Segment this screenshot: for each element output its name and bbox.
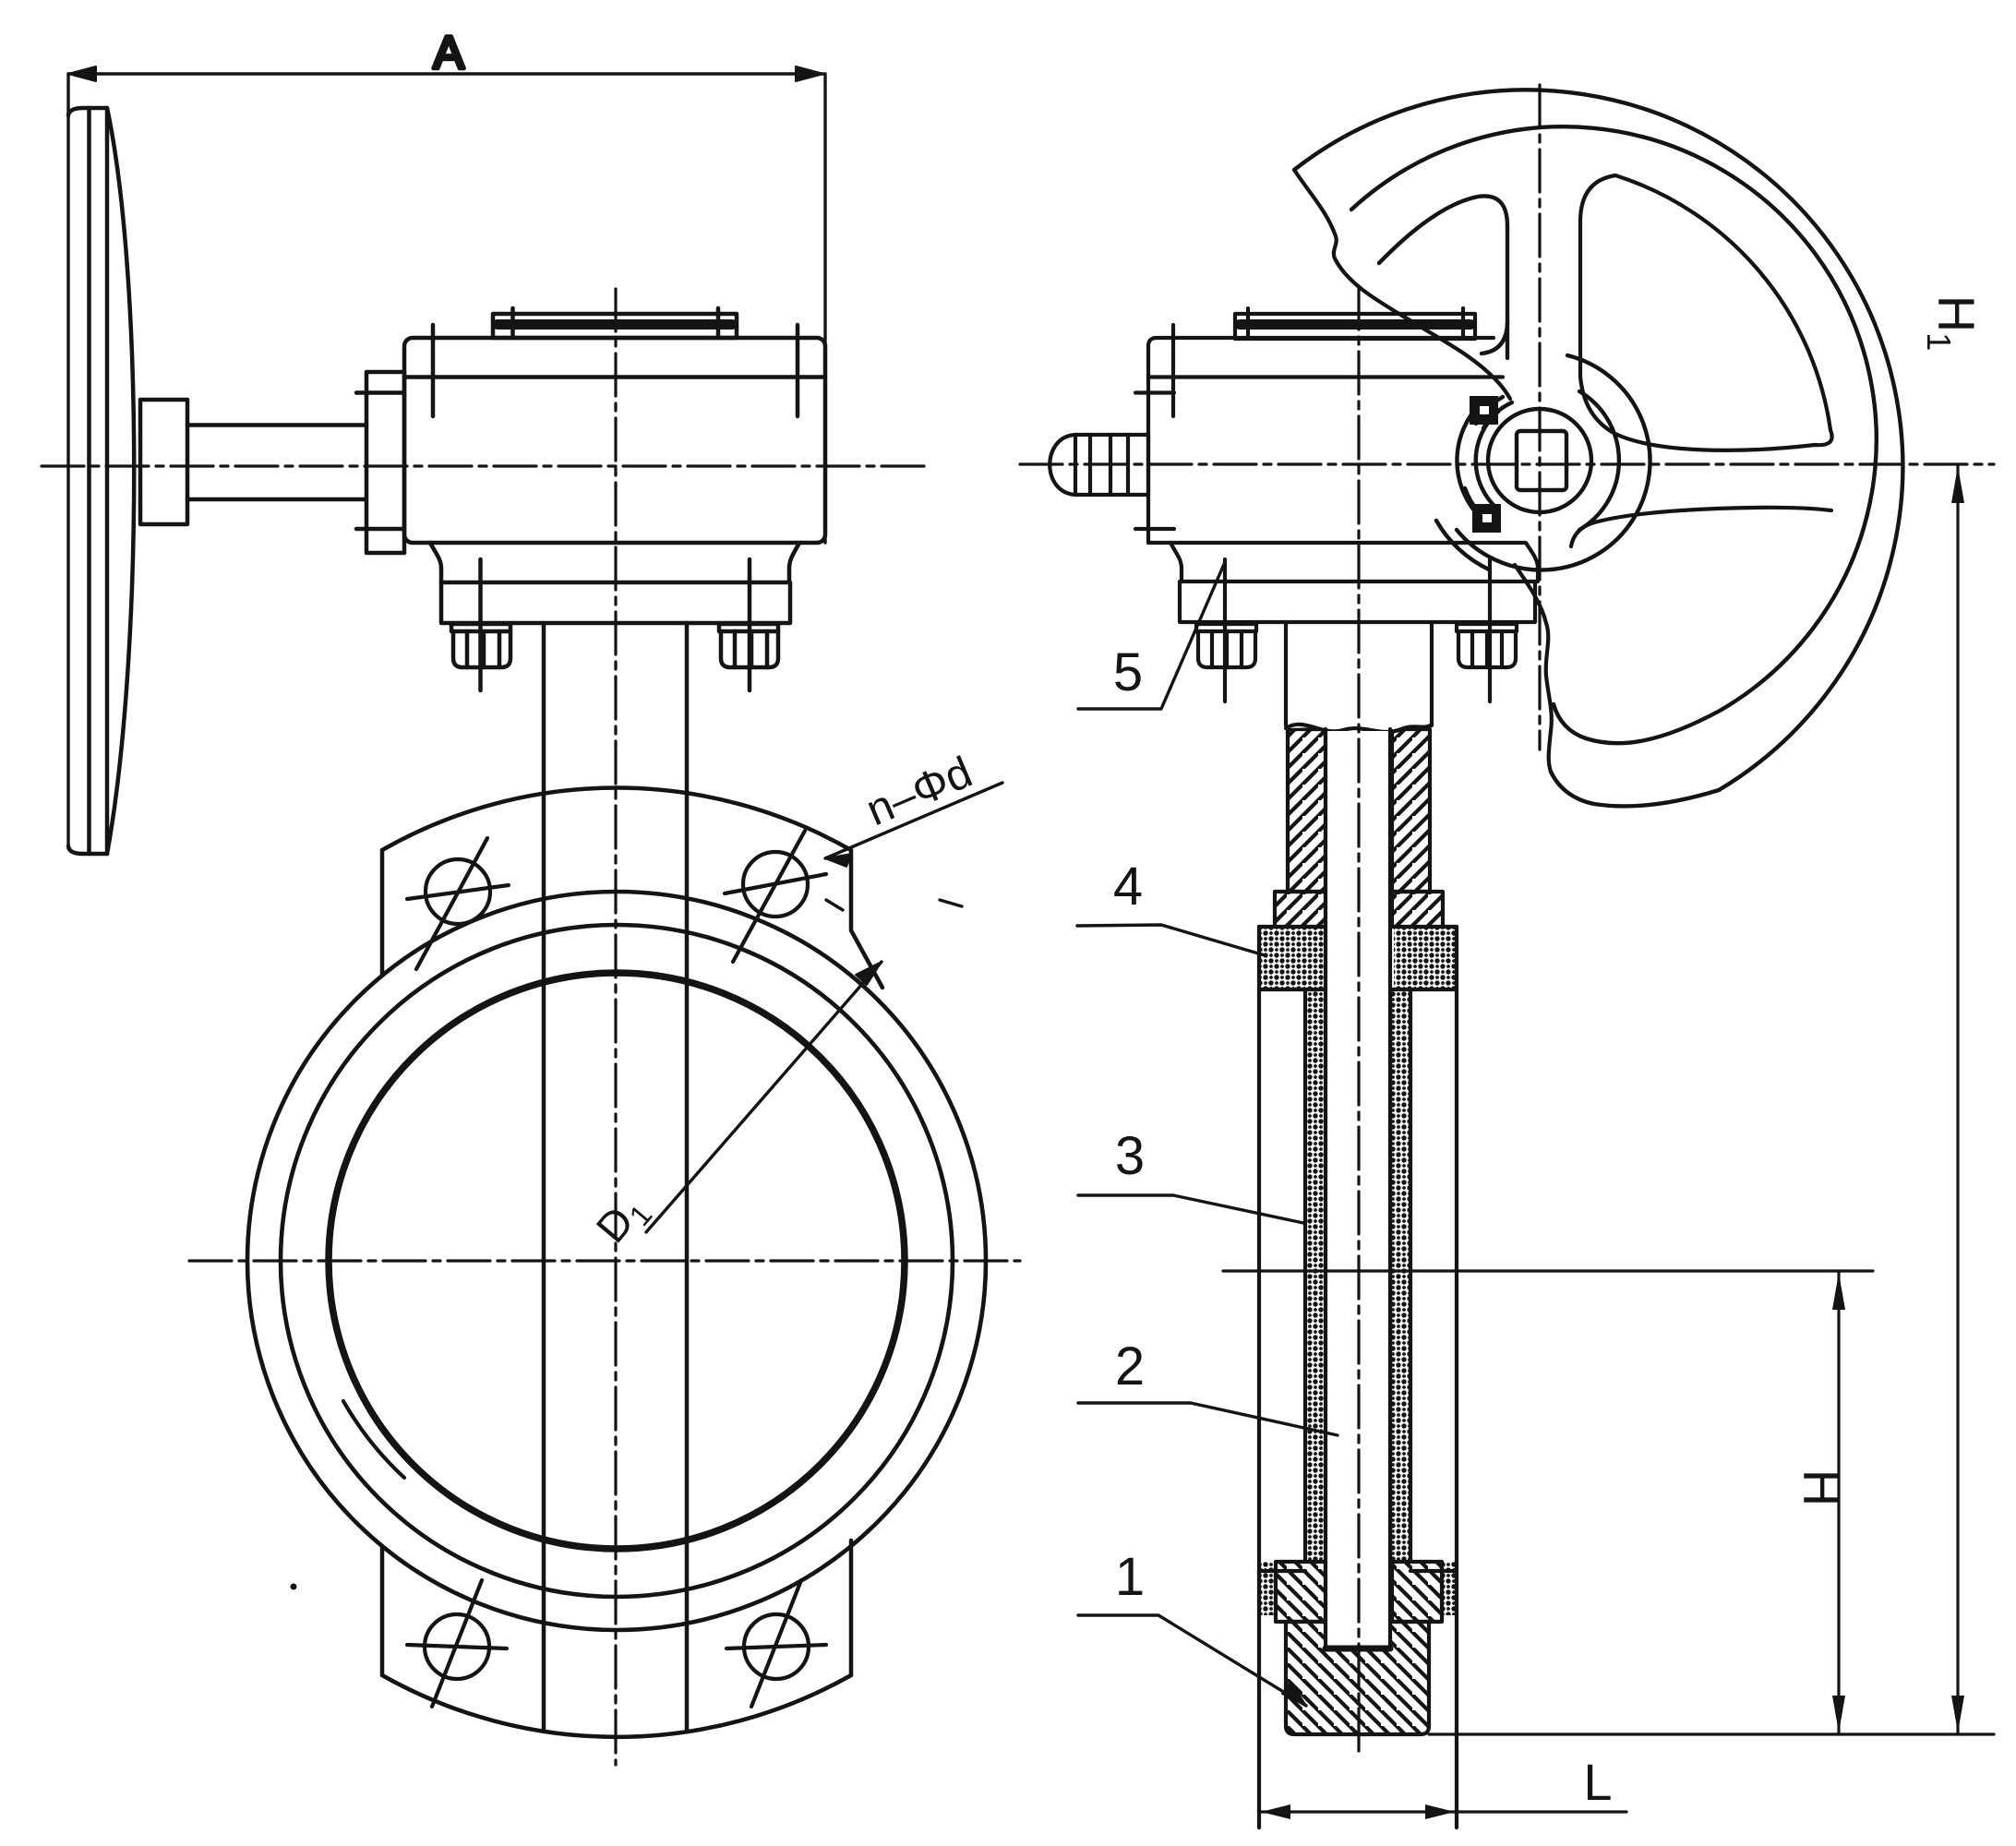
svg-text:A: A [433,27,464,78]
svg-text:4: 4 [1113,857,1143,917]
svg-text:5: 5 [1113,642,1143,702]
svg-text:H: H [1793,1469,1851,1506]
svg-text:2: 2 [1115,1337,1145,1396]
svg-text:L: L [1583,1753,1612,1811]
svg-text:D1: D1 [586,1184,658,1255]
svg-text:1: 1 [1115,1547,1145,1607]
svg-text:3: 3 [1115,1126,1145,1186]
svg-text:H1: H1 [1920,295,1986,351]
svg-text:n–Φd: n–Φd [859,748,979,835]
